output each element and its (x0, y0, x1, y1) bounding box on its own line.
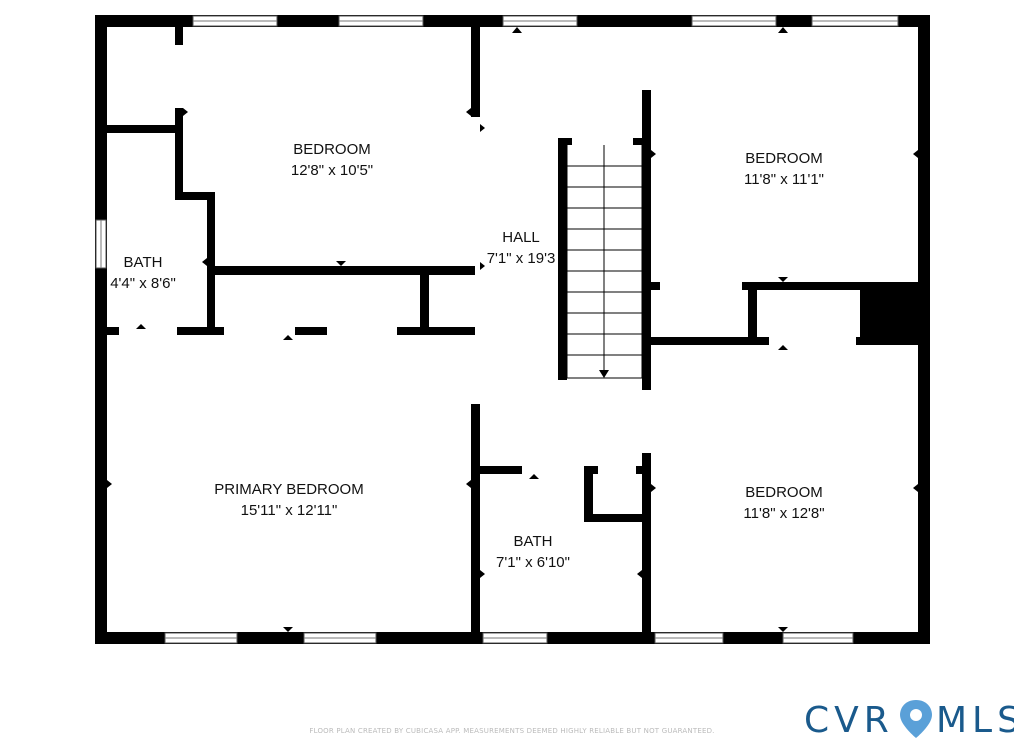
logo-text-right: MLS (936, 700, 1014, 741)
room-labels: BEDROOM 12'8" x 10'5" BATH 4'4" x 8'6" H… (110, 141, 824, 571)
cvrmls-logo: CVR MLS (804, 700, 1014, 741)
stair-arrow-icon (599, 370, 609, 378)
room-name-bedroom-top-left: BEDROOM (293, 141, 371, 158)
room-dims-bath-left: 4'4" x 8'6" (110, 275, 176, 292)
windows (95, 15, 899, 644)
room-dims-bedroom-top-left: 12'8" x 10'5" (291, 162, 373, 179)
floor-plan-disclaimer: FLOOR PLAN CREATED BY CUBICASA APP. MEAS… (309, 727, 715, 735)
staircase (566, 145, 643, 379)
location-pin-icon (900, 700, 932, 738)
interior-walls (107, 27, 918, 644)
room-dims-bedroom-bottom-right: 11'8" x 12'8" (743, 505, 824, 522)
room-name-bath-center: BATH (514, 533, 553, 550)
room-dims-bedroom-top-right: 11'8" x 11'1" (744, 171, 824, 188)
room-dims-hall: 7'1" x 19'3 (487, 250, 556, 267)
room-name-bath-left: BATH (124, 254, 163, 271)
logo-text-left: CVR (804, 700, 894, 741)
dimension-markers (107, 27, 918, 632)
room-dims-primary-bedroom: 15'11" x 12'11" (241, 502, 338, 519)
room-name-bedroom-top-right: BEDROOM (745, 150, 823, 167)
room-name-hall: HALL (502, 229, 540, 246)
room-name-primary-bedroom: PRIMARY BEDROOM (214, 481, 363, 498)
room-dims-bath-center: 7'1" x 6'10" (496, 554, 570, 571)
room-name-bedroom-bottom-right: BEDROOM (745, 484, 823, 501)
